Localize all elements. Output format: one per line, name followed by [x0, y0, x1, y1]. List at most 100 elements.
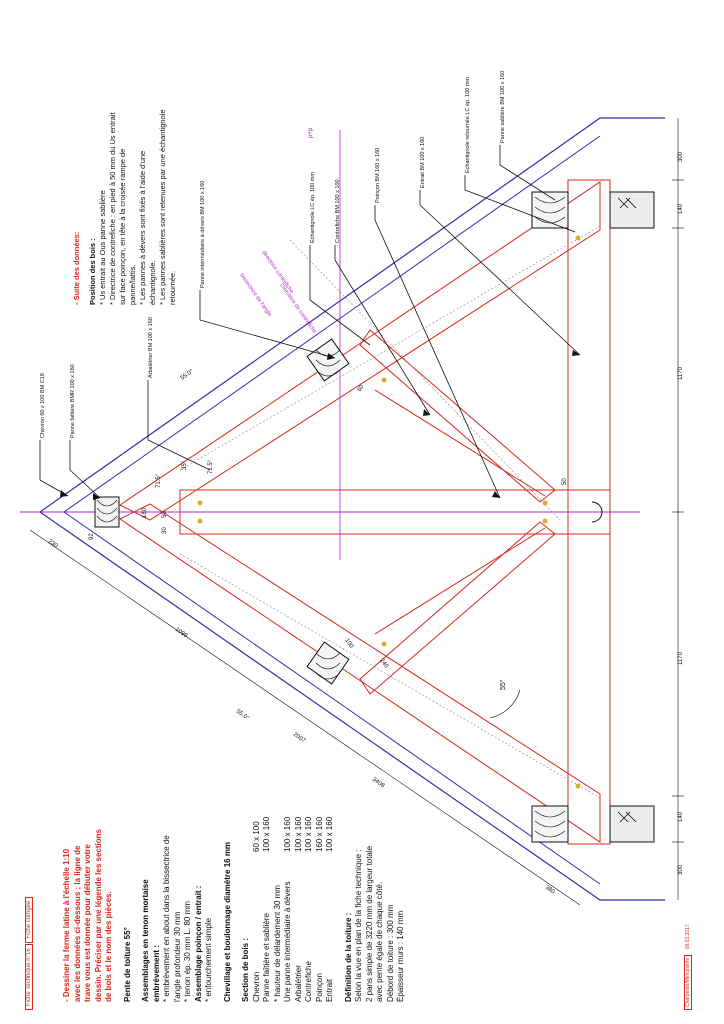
wall-bottom: [609, 805, 655, 843]
leader-echantignole-ret: [464, 175, 576, 233]
leader-panne-faitiere: [69, 440, 101, 499]
rafter-bottom: [119, 503, 601, 843]
arrow-head: [492, 491, 500, 498]
peg: [575, 235, 581, 241]
dim-3408: 3408: [371, 777, 386, 790]
dim-240: 240: [378, 658, 389, 670]
arrow-head: [572, 350, 580, 356]
footer-block: Charpente/Menuiserie 09.03.2017: [684, 924, 692, 1010]
dim-300b: 300: [678, 864, 684, 875]
position-line-8: retournée.: [168, 270, 177, 305]
section-row: * hauteur de délardement 30 mm: [272, 885, 282, 1002]
peg: [542, 500, 548, 506]
wall-plate-top: [531, 191, 569, 229]
label-entrait: Entrait BM 100 x 160: [420, 137, 426, 188]
dim-300a: 300: [678, 151, 684, 162]
task-line-3: trave vous est donnée pour débuter votre: [83, 844, 92, 1002]
dim-230: 230: [47, 539, 59, 550]
leader-arbaletrier: [147, 380, 211, 471]
leader-panne-sabliere: [499, 145, 556, 201]
dim-140a: 140: [678, 203, 684, 214]
label-panne-inter: Panne intermédiaire à dévers BM 100 x 16…: [200, 181, 206, 288]
arrow-head: [327, 353, 335, 360]
dim-1170a: 1170: [678, 366, 684, 380]
label-contrefiche: Contrefiche BM 100 x 100: [335, 179, 341, 243]
angle-55-top: 55.0°: [180, 368, 195, 381]
leader-echantignole: [309, 245, 371, 346]
dim-1170b: 1170: [678, 651, 684, 665]
position-line-6: échantignole.: [148, 260, 157, 305]
dim-100: 100: [343, 638, 354, 650]
dim-140b: 140: [678, 811, 684, 822]
slope-title: Pente de toiture 55°: [122, 927, 132, 1002]
position-line-2: * Directrice de contrefiche : en pied à …: [108, 112, 117, 305]
leader-contrefiche: [334, 245, 431, 416]
position-title: Position des bois :: [88, 238, 97, 305]
peg: [542, 518, 548, 524]
leader-chevron: [39, 440, 69, 497]
position-line-3: sur face poinçon, en tête à la croisée r…: [118, 148, 127, 305]
rafter-top: [119, 181, 601, 521]
peg: [197, 518, 203, 524]
dim-60: 60: [357, 384, 366, 393]
assembly-title-1: Assemblages en tenon mortaise: [141, 879, 150, 1002]
strut-bottom-inner: [374, 527, 546, 635]
label-echantignole-ret: Échantignole retournée LC ép. 100 mm: [464, 77, 471, 173]
position-line-4: panne/lattis.: [128, 264, 137, 305]
angle-35: 35°: [182, 460, 188, 470]
label-bissectrice: bissectrice de l'angle: [238, 273, 272, 318]
roof-line-2: 2 pans simple de 3220 mm de largeur tota…: [364, 845, 374, 1002]
label-chevron: Chevron 60 x 100 BM C18: [40, 373, 46, 438]
purlin-intermediate-top: [306, 338, 350, 382]
label-directrice2: Directrice de contrefiche: [278, 283, 317, 335]
sheet-tag-block: Fiche Technique n°16 Fiche corrigée: [24, 896, 33, 1010]
roof-outline-top: [39, 117, 665, 513]
assembly-line-3: * tenon ép. 30 mm L. 80 mm: [183, 901, 192, 1002]
arrow-head: [60, 490, 68, 497]
wall-top: [609, 191, 655, 229]
instructions-block: - Dessiner la ferme latine à l'échelle 1…: [62, 817, 407, 1002]
sheet-tag: Fiche Technique n°16: [25, 944, 33, 1010]
assembly-line-4: * enfourchement simple: [204, 917, 213, 1002]
arrow-head: [423, 409, 430, 416]
leader-poincon: [374, 205, 501, 499]
task-line-4: dessin. Préciser par une légende les sec…: [93, 829, 103, 1002]
pegging-title: Chevillage et boulonnage diamètre 16 mm: [222, 841, 232, 1002]
dim-180: 180: [142, 507, 148, 518]
angle-71-5b: 71.5°: [208, 459, 214, 474]
truss-symbol: [591, 501, 603, 523]
assembly-title-2: embrèvement :: [151, 945, 161, 1002]
strut-bottom: [359, 521, 556, 695]
sheet-tag-2: Fiche corrigée: [25, 896, 33, 943]
footer-tag: Charpente/Menuiserie: [684, 954, 692, 1010]
ridge-purlin: [94, 496, 120, 528]
roof-line-4: Débord de toiture : 300 mm: [385, 904, 395, 1002]
strut-top-inner: [374, 389, 546, 497]
dim-30: 30: [162, 527, 168, 534]
peg: [381, 641, 387, 647]
angle-55: 55°: [499, 679, 507, 690]
peg: [381, 377, 387, 383]
task-line-2: avec les données ci-dessous ; la ligne d…: [72, 845, 82, 1002]
pp-mark: p+p: [308, 127, 314, 138]
strut-top: [359, 329, 556, 503]
peg: [575, 783, 581, 789]
roof-line-5: Épaisseur murs : 140 mm: [396, 910, 405, 1002]
roof-title: Définition de la toiture :: [343, 912, 353, 1002]
dim-2007: 2007: [292, 732, 307, 745]
dim-50: 50: [162, 511, 168, 518]
label-arbaletrier: Arbalétrier BM 100 x 160: [148, 317, 154, 378]
dim-50b: 50: [562, 478, 568, 485]
label-panne-sabliere: Panne sablière BM 100 x 160: [500, 71, 506, 143]
position-line-7: * Les pannes sablières sont retenues par…: [158, 109, 167, 305]
angle-71-5: 71.5°: [156, 473, 162, 488]
assembly-title-3: Assemblage poinçon / entrait :: [193, 885, 203, 1002]
label-poincon: Poinçon BM 160 x 160: [375, 148, 381, 203]
